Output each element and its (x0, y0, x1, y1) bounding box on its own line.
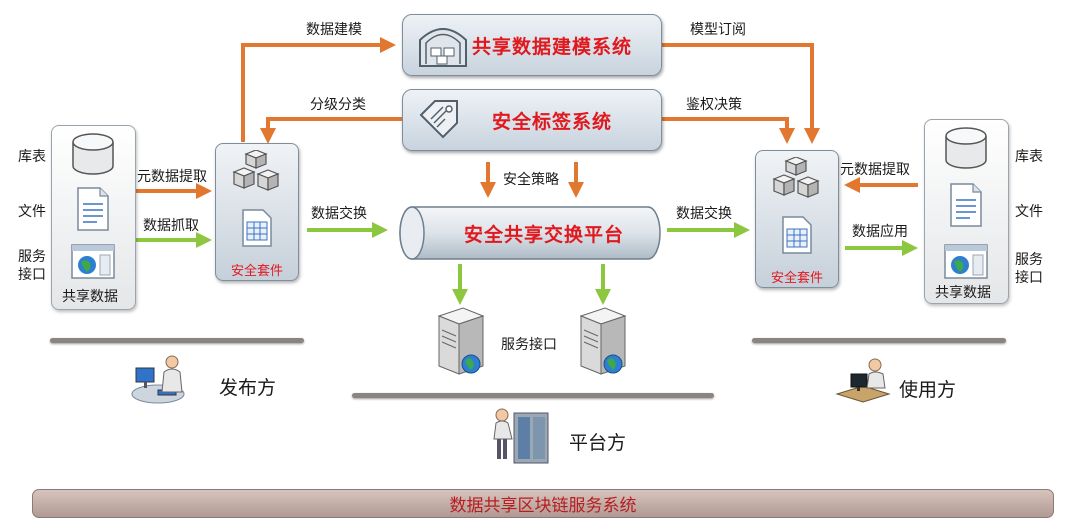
modeling-system-box: 共享数据建模系统 (402, 14, 662, 76)
consumer-item-table: 库表 (1015, 149, 1043, 165)
publisher-data-caption: 共享数据 (62, 289, 118, 305)
user-at-computer-icon (131, 355, 185, 404)
label-metadata-right: 元数据提取 (840, 162, 910, 178)
publisher-item-table: 库表 (18, 149, 46, 165)
user-at-computer-icon (835, 358, 891, 403)
spreadsheet-icon (242, 209, 272, 247)
label-system-box: 安全标签系统 (402, 89, 662, 151)
modeling-system-title: 共享数据建模系统 (471, 35, 632, 58)
server-icon (579, 307, 627, 375)
publisher-security-kit: 安全套件 (215, 143, 299, 281)
label-service-interface: 服务接口 (501, 337, 557, 353)
arrow-data-modeling (241, 37, 396, 142)
exchange-platform-title: 安全共享交换平台 (463, 223, 624, 246)
cubes-icon (772, 157, 820, 198)
label-metadata-left: 元数据提取 (137, 169, 207, 185)
label-security-policy: 安全策略 (503, 172, 559, 188)
label-exchange-right: 数据交换 (676, 206, 732, 222)
tag-icon (417, 97, 461, 145)
database-icon (72, 133, 114, 175)
label-data-modeling: 数据建模 (306, 22, 362, 38)
publisher-kit-label: 安全套件 (230, 264, 283, 279)
document-icon (950, 183, 982, 227)
arrow-model-subscribe (661, 43, 820, 144)
publisher-data-panel: 共享数据 (51, 125, 136, 310)
warehouse-icon (417, 20, 469, 72)
consumer-item-file: 文件 (1015, 204, 1043, 220)
operator-at-rack-icon (493, 408, 549, 464)
blockchain-service-bar: 数据共享区块链服务系统 (32, 489, 1054, 518)
label-model-subscribe: 模型订阅 (690, 22, 746, 38)
web-page-icon (944, 244, 988, 279)
publisher-party-label: 发布方 (219, 377, 277, 399)
consumer-shelf (752, 338, 1006, 343)
publisher-item-file: 文件 (18, 204, 46, 220)
exchange-platform: 安全共享交换平台 (398, 205, 662, 261)
label-data-capture: 数据抓取 (143, 218, 199, 234)
database-icon (945, 127, 987, 169)
label-system-title: 安全标签系统 (491, 110, 612, 133)
server-icon (437, 307, 485, 375)
consumer-data-panel: 共享数据 (924, 119, 1009, 304)
publisher-shelf (50, 338, 304, 343)
document-icon (77, 187, 109, 231)
label-grading: 分级分类 (310, 97, 366, 113)
label-data-application: 数据应用 (852, 224, 908, 240)
cylinder-shape (399, 206, 661, 260)
arrow-auth-decision (661, 117, 795, 144)
label-auth-decision: 鉴权决策 (686, 97, 742, 113)
consumer-item-service: 服务 接口 (1015, 252, 1043, 286)
consumer-security-kit: 安全套件 (755, 150, 839, 288)
label-exchange-left: 数据交换 (311, 206, 367, 222)
platform-party-label: 平台方 (569, 432, 627, 454)
platform-shelf (352, 393, 714, 398)
consumer-kit-label: 安全套件 (770, 271, 823, 286)
blockchain-service-title: 数据共享区块链服务系统 (449, 496, 637, 516)
publisher-item-service: 服务 接口 (18, 249, 46, 283)
spreadsheet-icon (782, 216, 812, 254)
cubes-icon (232, 150, 280, 191)
arrow-grading (260, 117, 402, 144)
consumer-data-caption: 共享数据 (935, 285, 991, 301)
web-page-icon (71, 244, 115, 279)
consumer-party-label: 使用方 (899, 379, 957, 401)
